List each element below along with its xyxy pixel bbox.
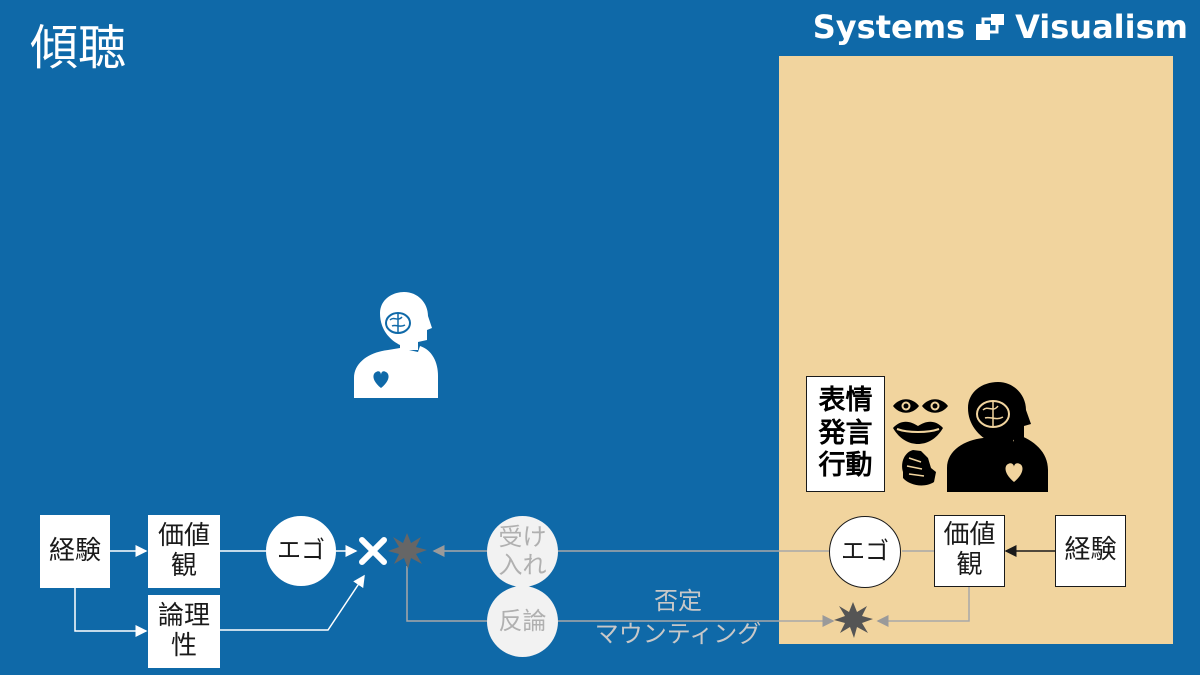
speech-label: 発言 (818, 417, 873, 449)
rebut-node: 反論 (487, 586, 558, 657)
arrow-experience-to-logic (74, 588, 148, 637)
denial-label: 否定 (654, 587, 702, 615)
brand-word-visualism: Visualism (1015, 8, 1188, 46)
speaker-values-box: 価値 観 (934, 515, 1005, 587)
listener-values-box: 価値 観 (148, 515, 220, 588)
systems-connector-icon (976, 14, 1005, 40)
speaker-experience-box: 経験 (1055, 515, 1126, 587)
brand-logo: Systems Visualism (813, 8, 1188, 46)
accept-node: 受け 入れ (487, 516, 558, 587)
arrow-values-to-speaker-clash (876, 586, 970, 627)
arrow-logic-to-cross (220, 574, 365, 631)
mounting-label: マウンティング (594, 620, 762, 648)
expression-label: 表情 (818, 385, 873, 417)
listener-ego-node: エゴ (266, 516, 336, 586)
speaker-ego-node: エゴ (829, 516, 901, 588)
expression-box: 表情 発言 行動 (806, 376, 885, 492)
brand-word-systems: Systems (812, 8, 966, 46)
line-listener-clash-to-rebut (406, 566, 487, 622)
listener-experience-box: 経験 (40, 515, 110, 588)
action-label: 行動 (818, 450, 873, 482)
page-title: 傾聴 (30, 20, 127, 76)
listener-logic-box: 論理 性 (148, 595, 220, 668)
